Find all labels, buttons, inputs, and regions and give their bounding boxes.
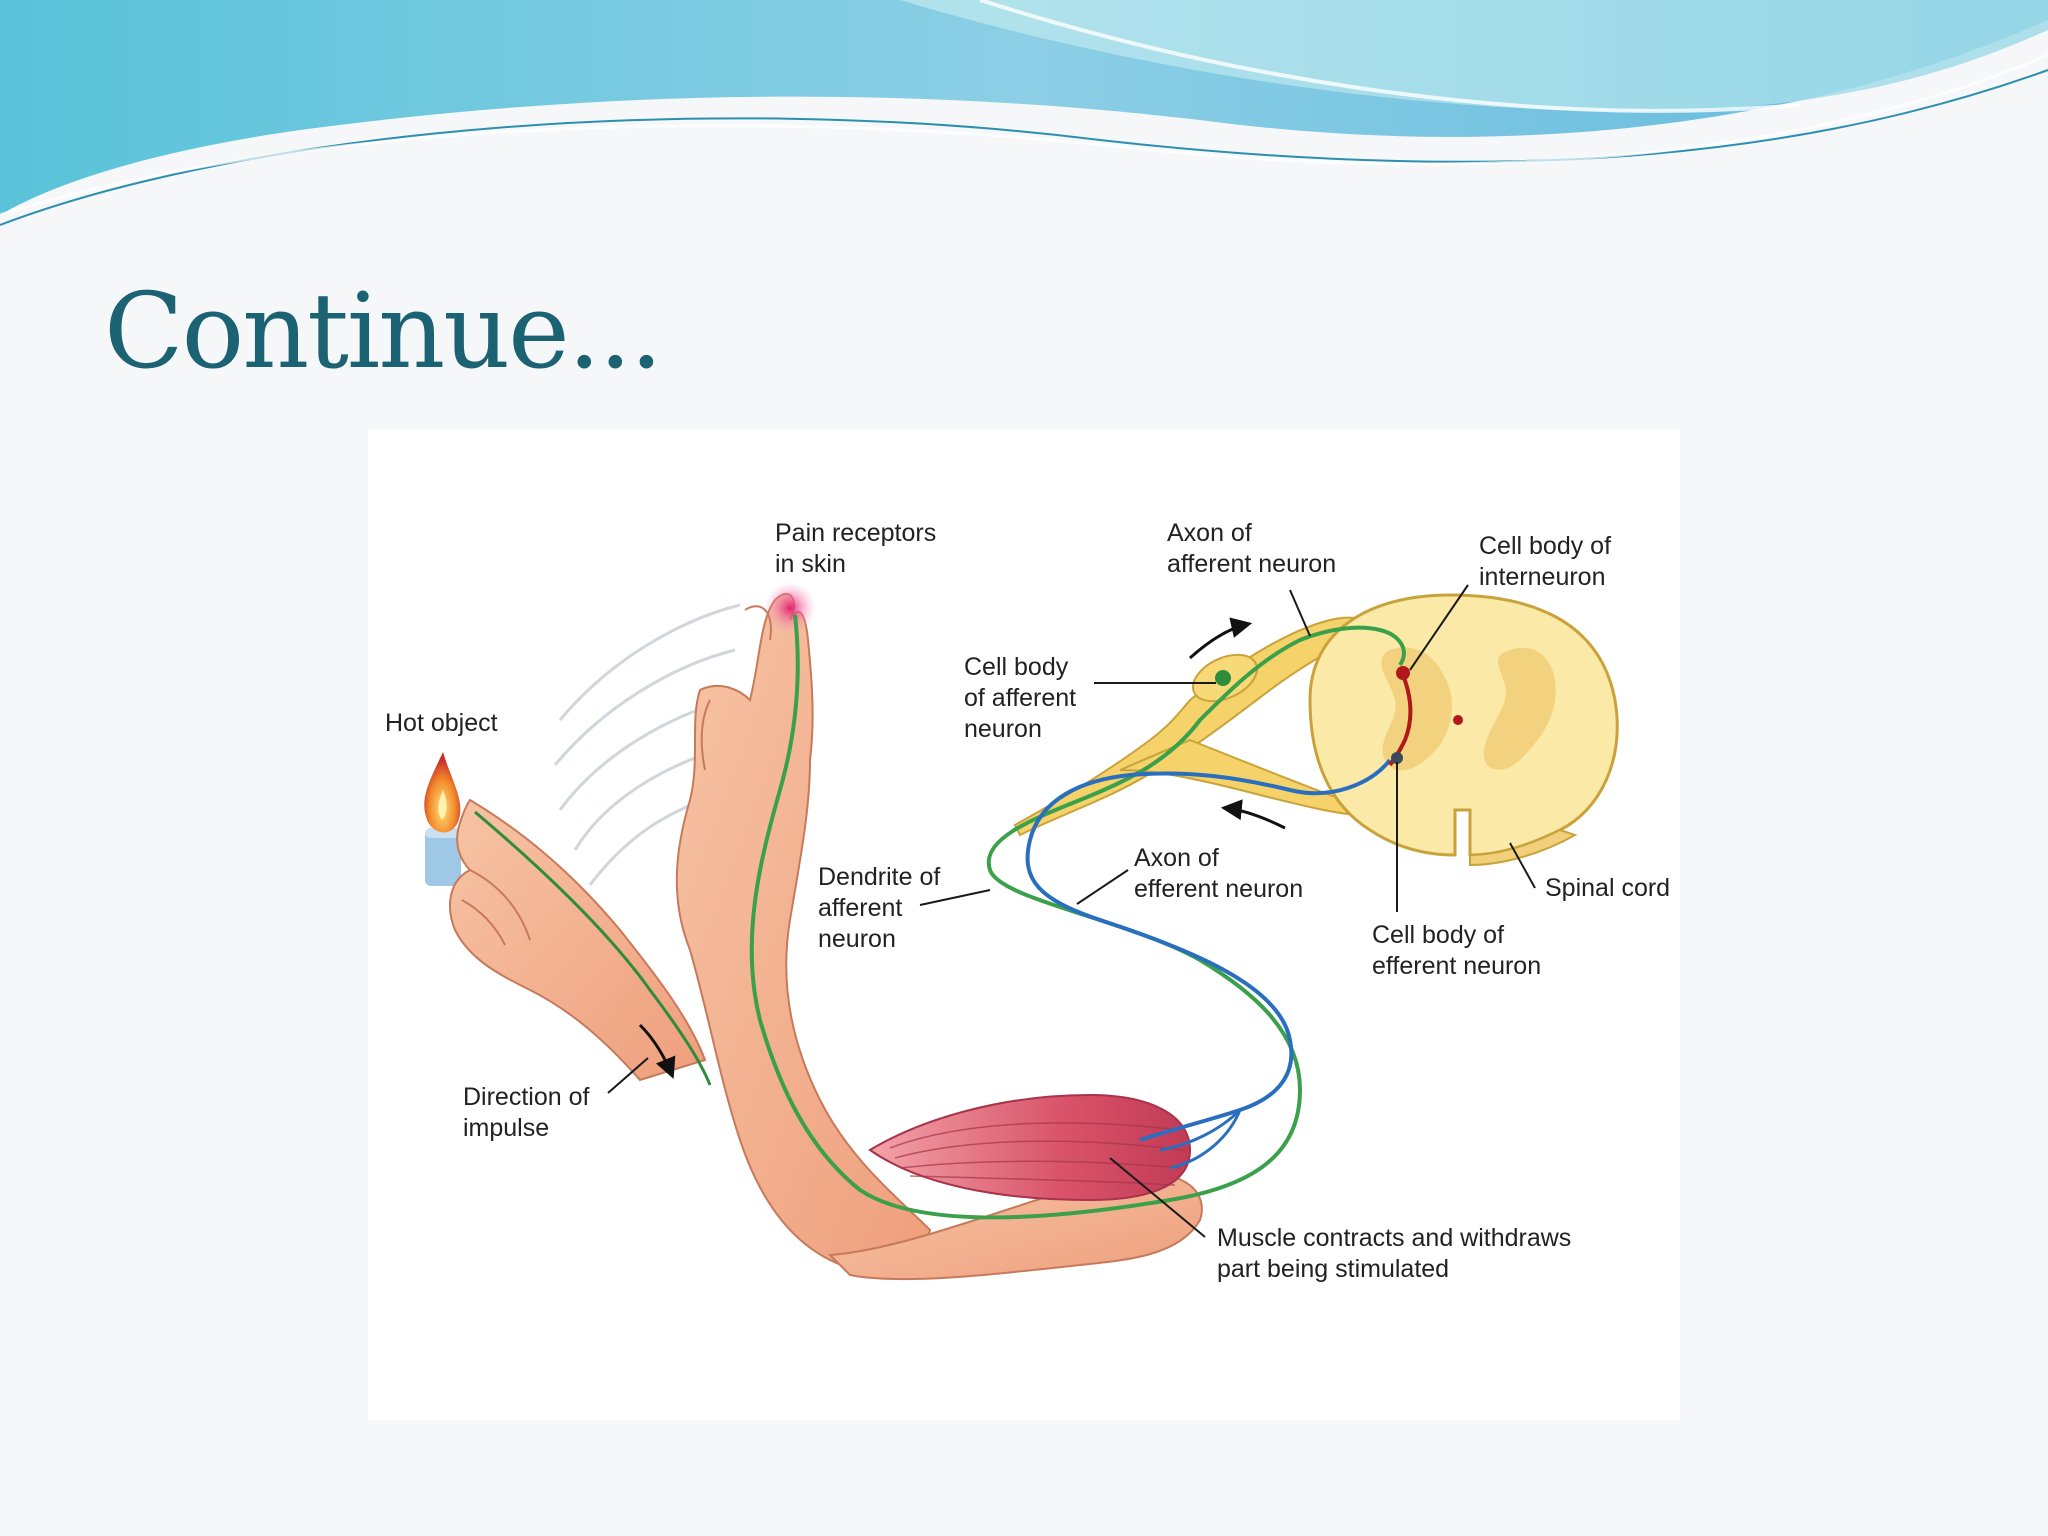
label-cell-body-afferent-line2: of afferent (964, 684, 1076, 712)
label-axon-efferent-line1: Axon of (1134, 844, 1219, 872)
header-wave-decoration (0, 0, 2048, 226)
pain-receptor-glow (764, 582, 816, 634)
muscle (868, 1093, 1192, 1202)
arrow-afferent-direction (1188, 617, 1253, 660)
label-dendrite-afferent-line3: neuron (818, 925, 896, 953)
interneuron-cell-body (1396, 666, 1410, 680)
label-direction-impulse-line2: impulse (463, 1114, 549, 1142)
diagram-labels: Hot object Pain receptors in skin Axon o… (385, 519, 1670, 1283)
label-axon-afferent-line2: afferent neuron (1167, 550, 1336, 578)
efferent-neuron (1025, 758, 1392, 1142)
label-dendrite-afferent-line2: afferent (818, 894, 902, 922)
label-muscle-line2: part being stimulated (1217, 1255, 1449, 1283)
label-hot-object: Hot object (385, 709, 498, 737)
label-spinal-cord: Spinal cord (1545, 874, 1670, 902)
label-cell-body-efferent-line1: Cell body of (1372, 921, 1504, 949)
arrow-impulse-direction (638, 1023, 676, 1079)
slide-title: Continue... (104, 270, 663, 392)
label-direction-impulse-line1: Direction of (463, 1083, 589, 1111)
label-pain-receptors-line2: in skin (775, 550, 846, 578)
efferent-cell-body (1391, 752, 1403, 764)
label-cell-body-afferent-line1: Cell body (964, 653, 1069, 681)
label-muscle-line1: Muscle contracts and withdraws (1217, 1224, 1571, 1252)
label-pain-receptors-line1: Pain receptors (775, 519, 936, 547)
label-dendrite-afferent-line1: Dendrite of (818, 863, 940, 891)
arrow-efferent-direction (1220, 799, 1286, 830)
label-axon-afferent-line1: Axon of (1167, 519, 1252, 547)
leader-lines (607, 584, 1536, 1238)
afferent-cell-body (1215, 670, 1231, 686)
spinal-cord (1308, 593, 1619, 867)
label-cell-body-afferent-line3: neuron (964, 715, 1042, 743)
label-cell-body-interneuron-line2: interneuron (1479, 563, 1605, 591)
label-axon-efferent-line2: efferent neuron (1134, 875, 1303, 903)
label-cell-body-efferent-line2: efferent neuron (1372, 952, 1541, 980)
forearm (827, 1093, 1203, 1281)
hand-left (449, 798, 712, 1086)
candle (424, 752, 461, 886)
label-cell-body-interneuron-line1: Cell body of (1479, 532, 1611, 560)
